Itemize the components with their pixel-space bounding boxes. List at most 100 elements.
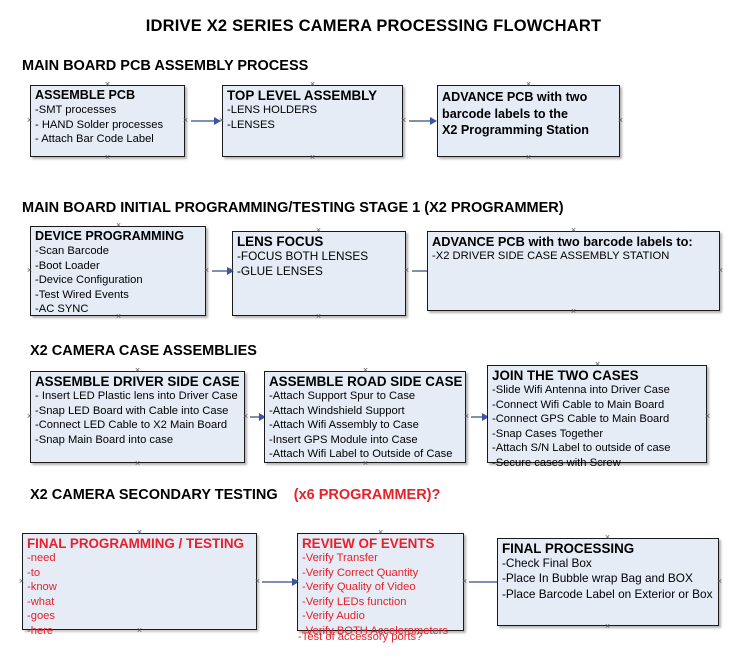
- box-line: -what: [27, 595, 55, 608]
- box-line: -here: [27, 624, 54, 637]
- box-line: -goes: [27, 610, 55, 623]
- section-heading-accent: (x6 PROGRAMMER)?: [293, 487, 441, 503]
- box-title: LENS FOCUS: [237, 234, 324, 249]
- box-line: -Place Barcode Label on Exterior or Box: [502, 586, 713, 601]
- box-assemble-road-side-case[interactable]: ASSEMBLE ROAD SIDE CASE -Attach Support …: [264, 371, 466, 463]
- connection-handle-bottom[interactable]: [525, 154, 532, 161]
- connection-handle-right[interactable]: [403, 267, 410, 274]
- box-review-of-events[interactable]: REVIEW OF EVENTS -Verify Transfer -Verif…: [297, 533, 464, 637]
- connection-handle-bottom[interactable]: [315, 313, 322, 320]
- connection-handle-top[interactable]: [104, 81, 111, 88]
- box-line: -Verify Correct Quantity: [302, 566, 419, 579]
- connection-handle-right[interactable]: [716, 578, 723, 585]
- connection-handle-bottom[interactable]: [377, 628, 384, 635]
- box-title: TOP LEVEL ASSEMBLY: [227, 88, 378, 103]
- box-line: -GLUE LENSES: [237, 264, 323, 279]
- box-line: X2 Programming Station: [442, 123, 589, 137]
- box-title: DEVICE PROGRAMMING: [35, 229, 185, 243]
- box-title: ASSEMBLE ROAD SIDE CASE: [269, 374, 463, 389]
- box-final-programming-testing[interactable]: FINAL PROGRAMMING / TESTING -need -to -k…: [22, 533, 257, 637]
- connection-handle-right[interactable]: [461, 578, 468, 585]
- box-lens-focus[interactable]: LENS FOCUS -FOCUS BOTH LENSES -GLUE LENS…: [232, 231, 406, 316]
- box-title: JOIN THE TWO CASES: [492, 368, 639, 383]
- box-final-processing[interactable]: FINAL PROCESSING -Check Final Box -Place…: [497, 538, 719, 626]
- connection-handle-left[interactable]: [26, 413, 33, 420]
- box-line: -LENSES: [227, 118, 275, 131]
- connection-handle-bottom[interactable]: [570, 308, 577, 315]
- connector-arrowhead: [482, 412, 489, 421]
- box-line: -AC SYNC: [35, 303, 89, 316]
- connection-handle-bottom[interactable]: [362, 460, 369, 467]
- connection-handle-top[interactable]: [377, 529, 384, 536]
- box-line: -FOCUS BOTH LENSES: [237, 249, 369, 263]
- connection-handle-left[interactable]: [228, 267, 235, 274]
- connection-handle-right[interactable]: [203, 267, 210, 274]
- connection-handle-left[interactable]: [218, 117, 225, 124]
- connection-handle-top[interactable]: [604, 534, 611, 541]
- box-line: -Scan Barcode: [35, 245, 110, 257]
- connector-line: [469, 581, 503, 583]
- box-advance-pcb-driver-side-case[interactable]: ADVANCE PCB with two barcode labels to: …: [427, 231, 720, 311]
- box-title: ASSEMBLE DRIVER SIDE CASE: [35, 374, 240, 389]
- connection-handle-left[interactable]: [26, 267, 33, 274]
- box-line: -Test Wired Events: [35, 288, 129, 301]
- box-line: -Device Configuration: [35, 274, 143, 287]
- box-top-level-assembly[interactable]: TOP LEVEL ASSEMBLY -LENS HOLDERS -LENSES: [222, 85, 403, 157]
- box-line: - HAND Solder processes: [35, 118, 164, 131]
- box-title: ADVANCE PCB with two: [442, 90, 588, 104]
- connection-handle-top[interactable]: [115, 222, 122, 229]
- box-join-the-two-cases[interactable]: JOIN THE TWO CASES -Slide Wifi Antenna i…: [487, 365, 707, 469]
- connection-handle-left[interactable]: [26, 117, 33, 124]
- box-title: ASSEMBLE PCB: [35, 88, 136, 102]
- box-line: -Attach S/N Label to outside of case: [492, 442, 671, 455]
- box-line: barcode labels to the: [442, 106, 568, 121]
- connection-handle-bottom[interactable]: [115, 313, 122, 320]
- connection-handle-bottom[interactable]: [136, 627, 143, 634]
- connection-handle-left[interactable]: [18, 578, 25, 585]
- section-heading-text: X2 CAMERA CASE ASSEMBLIES: [30, 343, 257, 359]
- connector-line: [262, 581, 293, 583]
- connector-line: [409, 120, 431, 122]
- connection-handle-right[interactable]: [704, 413, 711, 420]
- connection-handle-top[interactable]: [570, 227, 577, 234]
- connection-handle-bottom[interactable]: [104, 154, 111, 161]
- box-line: -Verify Transfer: [302, 552, 378, 564]
- connection-handle-right[interactable]: [463, 413, 470, 420]
- box-overflow-line: -Test of accessory ports?: [298, 631, 423, 643]
- connection-handle-right[interactable]: [717, 267, 724, 274]
- connection-handle-top[interactable]: [136, 529, 143, 536]
- connection-handle-top[interactable]: [525, 81, 532, 88]
- box-line: -Verify Audio: [302, 610, 365, 623]
- connection-handle-bottom[interactable]: [134, 460, 141, 467]
- connection-handle-right[interactable]: [254, 578, 261, 585]
- connection-handle-top[interactable]: [315, 227, 322, 234]
- box-line: -Slide Wifi Antenna into Driver Case: [492, 384, 670, 396]
- connection-handle-right[interactable]: [182, 117, 189, 124]
- connector-line: [471, 416, 483, 418]
- connection-handle-right[interactable]: [617, 117, 624, 124]
- section-heading-text: MAIN BOARD PCB ASSEMBLY PROCESS: [22, 58, 309, 74]
- connection-handle-bottom[interactable]: [309, 154, 316, 161]
- connection-handle-bottom[interactable]: [594, 460, 601, 467]
- connector-arrowhead: [259, 412, 266, 421]
- box-line: - Insert LED Plastic lens into Driver Ca…: [35, 390, 238, 402]
- connector-line: [212, 270, 228, 272]
- connection-handle-bottom[interactable]: [604, 623, 611, 630]
- connection-handle-top[interactable]: [594, 361, 601, 368]
- box-assemble-pcb[interactable]: ASSEMBLE PCB -SMT processes - HAND Solde…: [30, 85, 185, 157]
- connection-handle-right[interactable]: [400, 117, 407, 124]
- box-device-programming[interactable]: DEVICE PROGRAMMING -Scan Barcode -Boot L…: [30, 226, 206, 316]
- connection-handle-top[interactable]: [362, 367, 369, 374]
- connection-handle-top[interactable]: [309, 81, 316, 88]
- box-line: -Snap Main Board into case: [35, 433, 174, 446]
- connection-handle-top[interactable]: [134, 367, 141, 374]
- connection-handle-left[interactable]: [293, 578, 300, 585]
- page-title: IDRIVE X2 SERIES CAMERA PROCESSING FLOWC…: [145, 17, 602, 35]
- connection-handle-right[interactable]: [242, 413, 249, 420]
- connector-line: [250, 416, 260, 418]
- box-assemble-driver-side-case[interactable]: ASSEMBLE DRIVER SIDE CASE - Insert LED P…: [30, 371, 245, 463]
- box-advance-pcb-programming-station[interactable]: ADVANCE PCB with two barcode labels to t…: [437, 85, 620, 157]
- box-line: -Verify LEDs function: [302, 595, 407, 608]
- box-title: FINAL PROCESSING: [502, 541, 635, 556]
